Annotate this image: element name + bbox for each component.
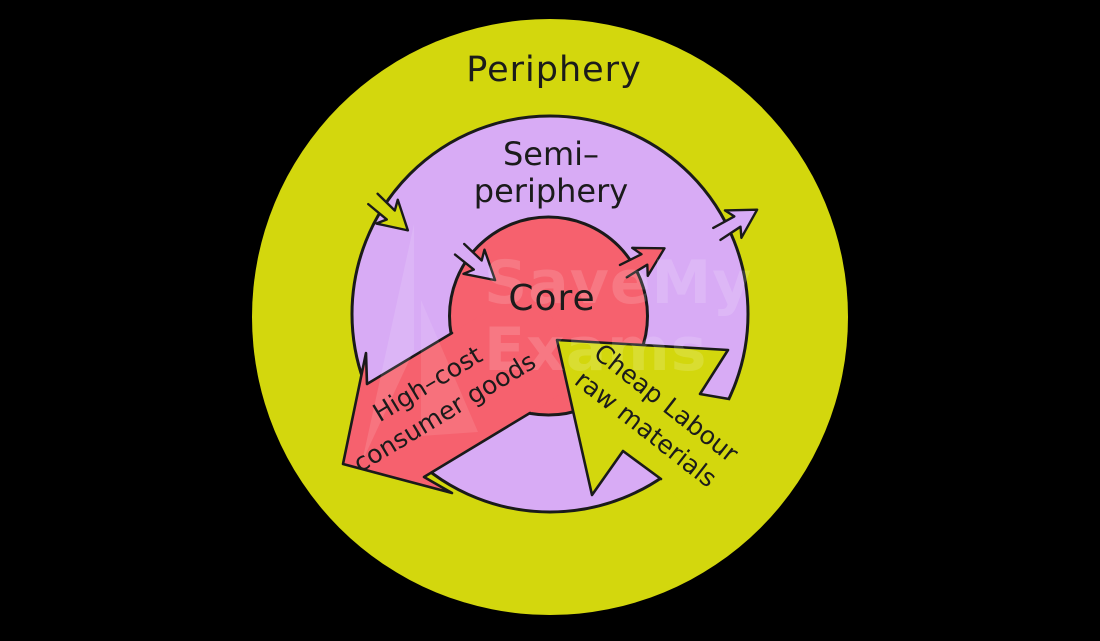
semi-periphery-label: Semi– periphery: [474, 136, 628, 210]
cheap-labour-raw-materials-arrow: [555, 338, 762, 525]
exchange-arrow-body: [619, 247, 665, 278]
high-cost-consumer-goods-arrow: [341, 284, 589, 495]
watermark-logo-icon: [362, 224, 414, 462]
exchange-arrow-body: [713, 209, 758, 240]
periphery-label: Periphery: [466, 50, 642, 90]
high-cost-arrow-body: [343, 284, 589, 493]
watermark-logo-icon: [421, 300, 478, 436]
periphery-to-semi-periphery-arrow-icon: [367, 192, 410, 232]
semi-periphery-label-line1: Semi–: [502, 135, 600, 173]
exchange-arrow-outline: [453, 242, 497, 282]
cheap-labour-arrow-outline: [555, 338, 731, 497]
core-label: Core: [508, 278, 596, 319]
semi-periphery-to-core-arrow-icon: [453, 242, 497, 282]
exchange-arrow-outline: [618, 246, 666, 279]
high-cost-arrow-outline: [341, 331, 532, 495]
exchange-arrow-outline: [712, 208, 759, 242]
exchange-arrow-outline: [367, 192, 410, 232]
cheap-labour-arrow-body: [557, 340, 762, 525]
core-to-semi-periphery-arrow-icon: [618, 246, 666, 279]
semi-periphery-label-line2: periphery: [473, 172, 629, 210]
semi-periphery-to-periphery-arrow-icon: [712, 208, 759, 242]
